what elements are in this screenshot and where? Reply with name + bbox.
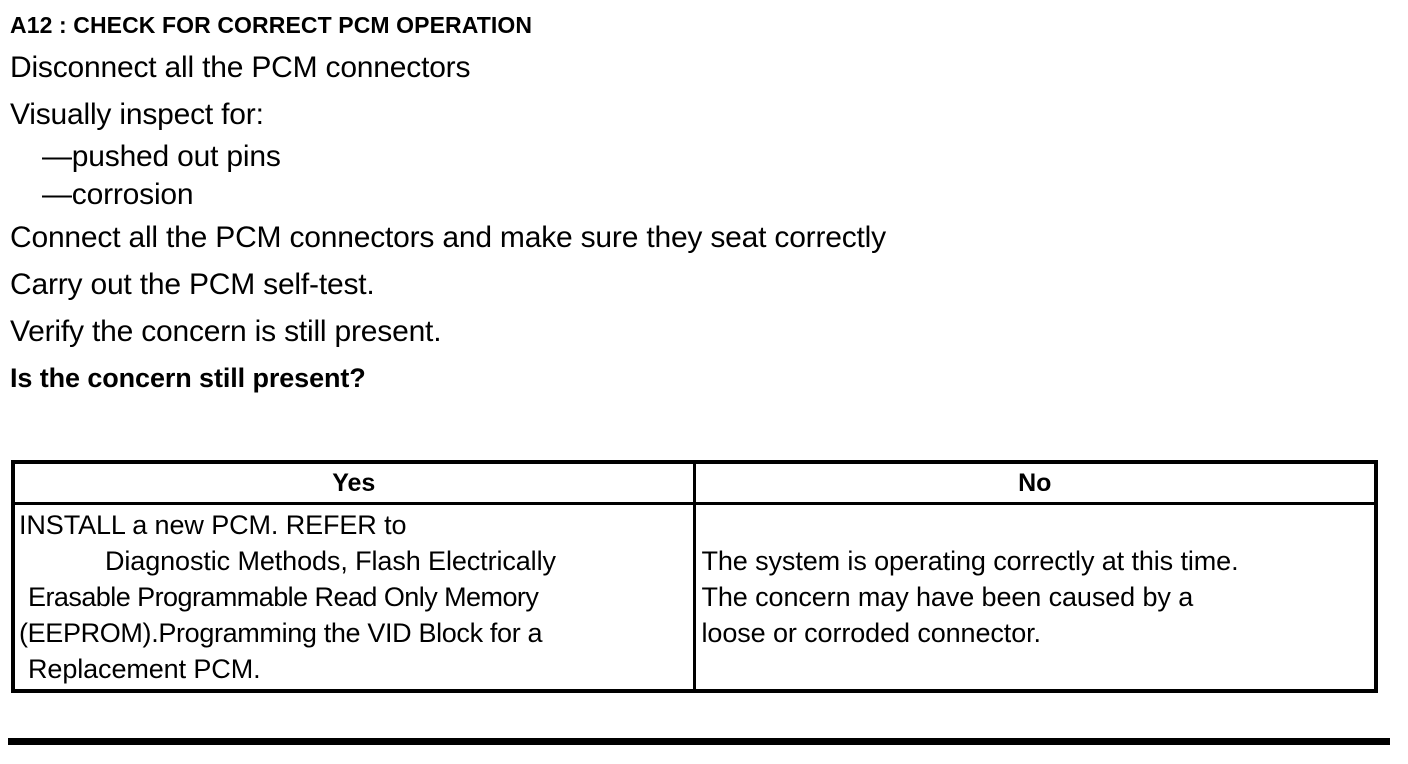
table-row: INSTALL a new PCM. REFER to Diagnostic M… xyxy=(11,502,1378,691)
step-line-3: Connect all the PCM connectors and make … xyxy=(10,221,886,254)
no-line-2: The concern may have been caused by a xyxy=(701,582,1194,612)
table-cell-no: The system is operating correctly at thi… xyxy=(692,502,1378,691)
no-line-3: loose or corroded connector. xyxy=(701,618,1042,648)
yes-line-4: (EEPROM).Programming the VID Block for a xyxy=(19,618,543,648)
step-line-4: Carry out the PCM self-test. xyxy=(10,268,375,301)
page-bottom-rule xyxy=(8,738,1390,745)
decision-table: Yes No INSTALL a new PCM. REFER to Diagn… xyxy=(11,460,1378,693)
step-bullet-pushed-out-pins: —pushed out pins xyxy=(42,140,281,173)
yes-cell-text: INSTALL a new PCM. REFER to Diagnostic M… xyxy=(15,505,693,689)
table-header-no: No xyxy=(692,462,1378,505)
step-line-5: Verify the concern is still present. xyxy=(10,315,442,348)
step-bullet-corrosion: —corrosion xyxy=(42,178,194,211)
yes-line-3: Erasable Programmable Read Only Memory xyxy=(28,582,539,612)
yes-line-2: Diagnostic Methods, Flash Electrically xyxy=(105,546,556,576)
no-line-1: The system is operating correctly at thi… xyxy=(701,546,1239,576)
step-line-2: Visually inspect for: xyxy=(10,98,264,131)
table-header-row: Yes No xyxy=(11,462,1378,505)
yes-line-5: Replacement PCM. xyxy=(28,654,261,684)
table-cell-yes: INSTALL a new PCM. REFER to Diagnostic M… xyxy=(11,502,696,691)
table-header-yes: Yes xyxy=(11,462,696,505)
decision-question: Is the concern still present? xyxy=(10,363,366,393)
no-cell-text: The system is operating correctly at thi… xyxy=(696,541,1375,653)
procedure-steps: A12 : CHECK FOR CORRECT PCM OPERATION Di… xyxy=(10,6,1390,402)
section-title: A12 : CHECK FOR CORRECT PCM OPERATION xyxy=(10,12,533,38)
step-line-1: Disconnect all the PCM connectors xyxy=(10,51,471,84)
yes-line-1: INSTALL a new PCM. REFER to xyxy=(19,510,407,540)
